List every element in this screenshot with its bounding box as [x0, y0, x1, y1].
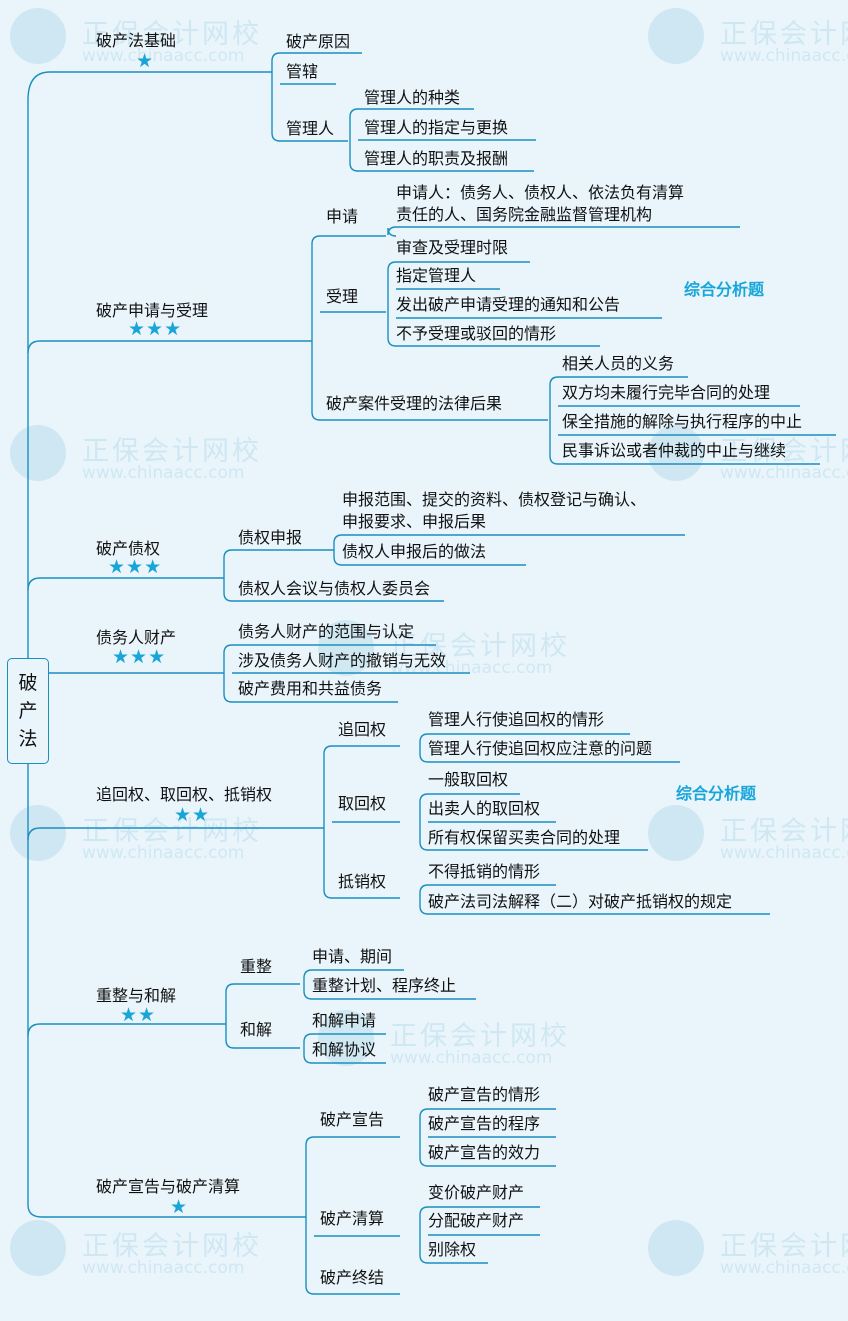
leaf-node[interactable]: 管理人行使追回权的情形 [428, 710, 605, 729]
branch-node[interactable]: 重整 [240, 957, 273, 976]
leaf-node[interactable]: 债权人申报后的做法 [342, 542, 487, 561]
branch-node[interactable]: 破产原因 [286, 32, 351, 51]
importance-stars: ★★ [120, 1004, 157, 1026]
leaf-node[interactable]: 指定管理人 [396, 266, 477, 285]
leaf-node[interactable]: 双方均未履行完毕合同的处理 [562, 383, 771, 402]
analysis-question-tag: 综合分析题 [676, 784, 757, 803]
leaf-node[interactable]: 破产宣告的效力 [428, 1143, 541, 1162]
section-title[interactable]: 追回权、取回权、抵销权 [96, 785, 273, 804]
branch-node[interactable]: 债权申报 [238, 528, 303, 547]
branch-node[interactable]: 申请 [326, 207, 359, 226]
leaf-node[interactable]: 重整计划、程序终止 [312, 976, 457, 995]
leaf-node[interactable]: 别除权 [428, 1240, 477, 1259]
branch-node[interactable]: 破产费用和共益债务 [238, 679, 383, 698]
section-title[interactable]: 破产债权 [96, 539, 161, 558]
leaf-node[interactable]: 民事诉讼或者仲裁的中止与继续 [562, 441, 787, 460]
leaf-node[interactable]: 申请、期间 [312, 947, 393, 966]
importance-stars: ★★★ [128, 318, 183, 340]
leaf-node[interactable]: 管理人行使追回权应注意的问题 [428, 739, 653, 758]
leaf-node[interactable]: 破产宣告的情形 [428, 1085, 541, 1104]
leaf-node[interactable]: 管理人的职责及报酬 [364, 149, 509, 168]
section-title[interactable]: 破产申请与受理 [96, 301, 209, 320]
importance-stars: ★ [136, 50, 155, 72]
leaf-node[interactable]: 出卖人的取回权 [428, 799, 541, 818]
branch-node[interactable]: 和解 [240, 1020, 273, 1039]
leaf-node[interactable]: 管理人的种类 [364, 88, 461, 107]
branch-node[interactable]: 管辖 [286, 62, 319, 81]
leaf-node[interactable]: 破产法司法解释（二）对破产抵销权的规定 [428, 892, 733, 911]
branch-node[interactable]: 受理 [326, 287, 359, 306]
section-title[interactable]: 重整与和解 [96, 986, 177, 1005]
branch-node[interactable]: 债权人会议与债权人委员会 [238, 579, 431, 598]
leaf-node[interactable]: 所有权保留买卖合同的处理 [428, 828, 621, 847]
leaf-node[interactable]: 不得抵销的情形 [428, 862, 541, 881]
branch-node[interactable]: 破产清算 [320, 1209, 385, 1228]
analysis-question-tag: 综合分析题 [684, 280, 765, 299]
importance-stars: ★★★ [108, 556, 163, 578]
leaf-node[interactable]: 变价破产财产 [428, 1183, 525, 1202]
importance-stars: ★ [170, 1196, 189, 1218]
branch-node[interactable]: 破产案件受理的法律后果 [326, 394, 503, 413]
leaf-node[interactable]: 破产宣告的程序 [428, 1114, 541, 1133]
leaf-node[interactable]: 一般取回权 [428, 770, 509, 789]
section-title[interactable]: 破产宣告与破产清算 [96, 1177, 241, 1196]
leaf-node[interactable]: 保全措施的解除与执行程序的中止 [562, 412, 803, 431]
branch-node[interactable]: 破产宣告 [320, 1110, 385, 1129]
leaf-node[interactable]: 相关人员的义务 [562, 354, 675, 373]
leaf-node[interactable]: 分配破产财产 [428, 1211, 525, 1230]
root-label: 破 产 法 [18, 672, 38, 750]
leaf-node[interactable]: 管理人的指定与更换 [364, 118, 509, 137]
leaf-node[interactable]: 责任的人、国务院金融监督管理机构 [396, 205, 653, 224]
importance-stars: ★★★ [112, 646, 167, 668]
leaf-node[interactable]: 和解协议 [312, 1040, 377, 1059]
importance-stars: ★★ [174, 804, 211, 826]
branch-node[interactable]: 取回权 [338, 794, 387, 813]
leaf-node[interactable]: 申报要求、申报后果 [342, 512, 487, 531]
section-title[interactable]: 破产法基础 [96, 31, 177, 50]
section-title[interactable]: 债务人财产 [96, 628, 177, 647]
root-node[interactable]: 破 产 法 [7, 658, 49, 764]
branch-node[interactable]: 债务人财产的范围与认定 [238, 622, 415, 641]
leaf-node[interactable]: 和解申请 [312, 1011, 377, 1030]
branch-node[interactable]: 破产终结 [320, 1268, 385, 1287]
branch-node[interactable]: 追回权 [338, 720, 387, 739]
leaf-node[interactable]: 发出破产申请受理的通知和公告 [396, 295, 621, 314]
leaf-node[interactable]: 不予受理或驳回的情形 [396, 324, 557, 343]
leaf-node[interactable]: 申请人：债务人、债权人、依法负有清算 [396, 183, 685, 202]
branch-node[interactable]: 抵销权 [338, 872, 387, 891]
branch-node[interactable]: 涉及债务人财产的撤销与无效 [238, 651, 447, 670]
branch-node[interactable]: 管理人 [286, 119, 335, 138]
leaf-node[interactable]: 申报范围、提交的资料、债权登记与确认、 [342, 490, 647, 509]
leaf-node[interactable]: 审查及受理时限 [396, 238, 509, 257]
